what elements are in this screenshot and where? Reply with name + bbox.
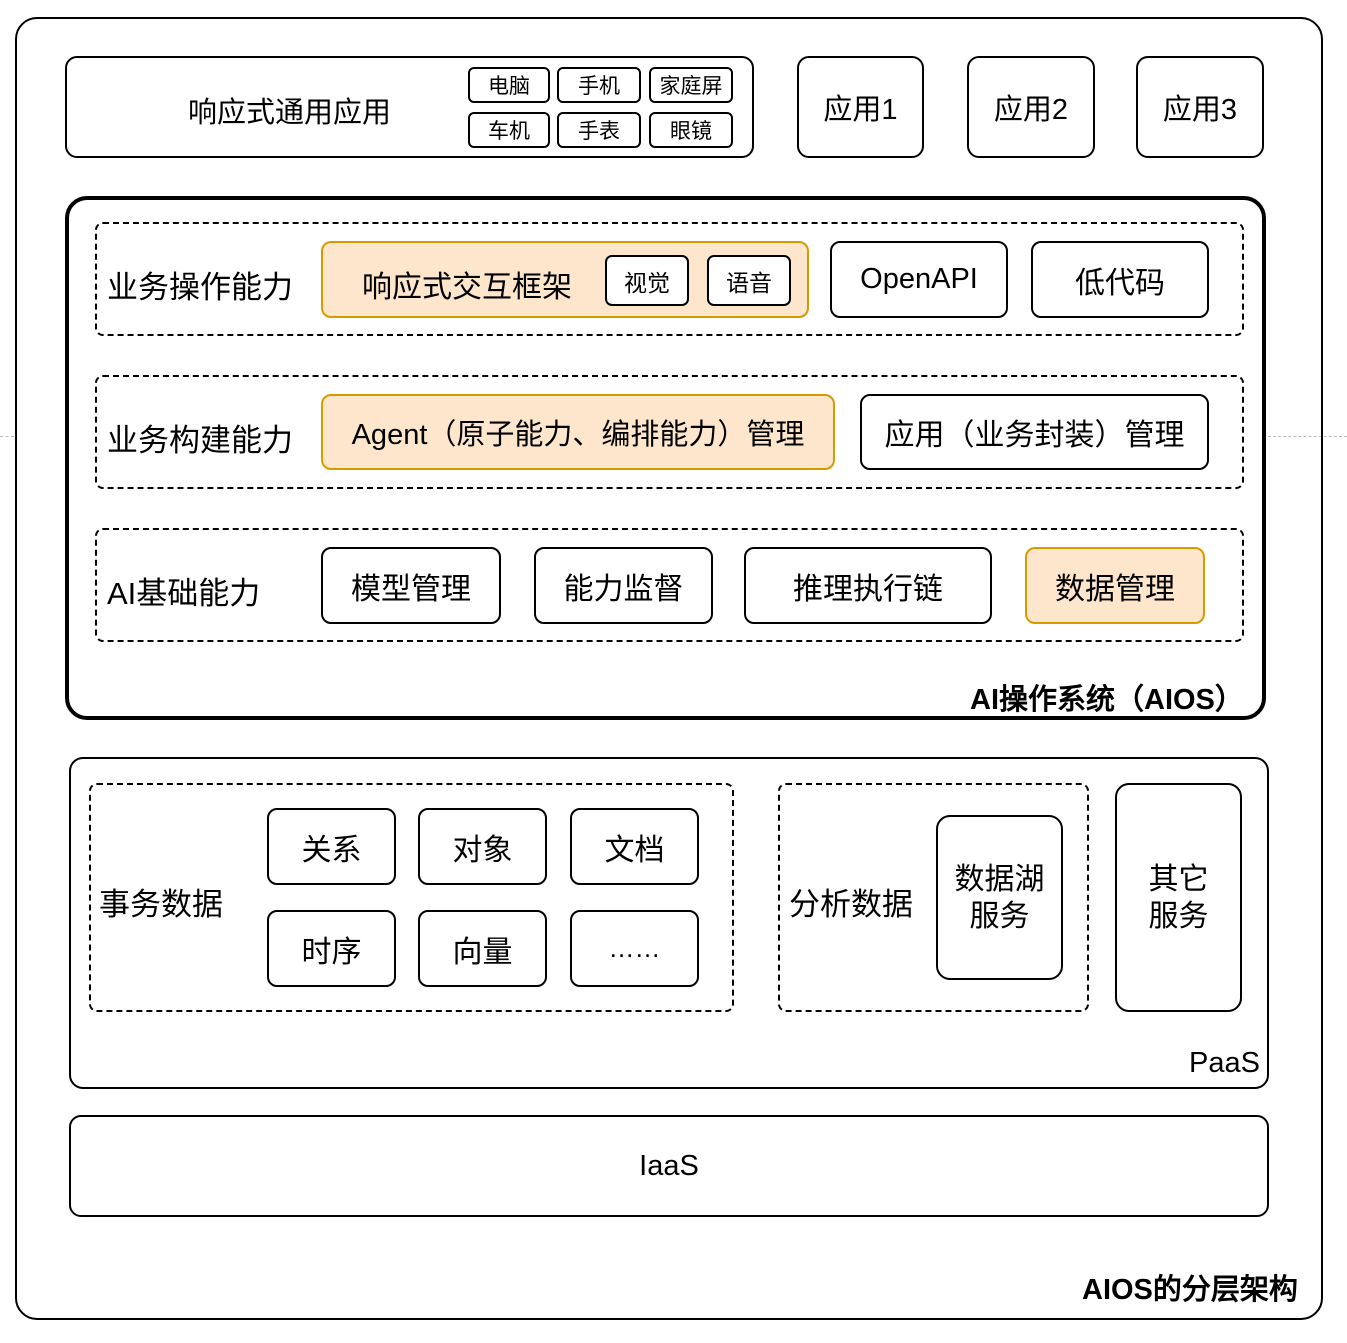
datalake-service-box: 数据湖 服务	[936, 815, 1063, 980]
guide-line-right	[1268, 436, 1347, 437]
device-car: 车机	[468, 112, 550, 148]
analysis-data-label: 分析数据	[789, 887, 913, 922]
device-glasses: 眼镜	[649, 112, 733, 148]
ai-base-group	[95, 528, 1244, 642]
business-ops-label: 业务操作能力	[107, 270, 293, 305]
document-box: 文档	[570, 808, 699, 885]
device-watch: 手表	[557, 112, 641, 148]
openapi-box: OpenAPI	[830, 241, 1008, 318]
business-build-group	[95, 375, 1244, 489]
transaction-data-group	[89, 783, 734, 1012]
mode-vision: 视觉	[605, 255, 689, 306]
ai-base-label: AI基础能力	[107, 576, 261, 611]
framework-label: 响应式交互框架	[362, 271, 572, 304]
outer-frame	[15, 17, 1323, 1320]
more-box: ……	[570, 910, 699, 987]
guide-line-left	[0, 436, 14, 437]
app-management-box: 应用（业务封装）管理	[860, 394, 1209, 470]
transaction-data-label: 事务数据	[99, 887, 223, 922]
vector-box: 向量	[418, 910, 547, 987]
app-1-box: 应用1	[797, 56, 924, 158]
iaas-box: IaaS	[69, 1115, 1269, 1217]
responsive-app-label: 响应式通用应用	[188, 97, 392, 129]
timeseries-box: 时序	[267, 910, 396, 987]
device-pc: 电脑	[468, 67, 550, 103]
inference-chain-box: 推理执行链	[744, 547, 992, 624]
diagram-title: AIOS的分层架构	[1082, 1274, 1298, 1306]
analysis-data-group	[778, 783, 1089, 1012]
aios-panel	[65, 196, 1266, 720]
responsive-app-panel	[65, 56, 754, 158]
agent-management-box: Agent（原子能力、编排能力）管理	[321, 394, 835, 470]
data-management-box: 数据管理	[1025, 547, 1205, 624]
device-home-screen: 家庭屏	[649, 67, 733, 103]
business-ops-group	[95, 222, 1244, 336]
lowcode-box: 低代码	[1031, 241, 1209, 318]
capability-supervision-box: 能力监督	[534, 547, 713, 624]
aios-title: AI操作系统（AIOS）	[970, 684, 1244, 716]
relational-box: 关系	[267, 808, 396, 885]
object-box: 对象	[418, 808, 547, 885]
paas-panel	[69, 757, 1269, 1089]
app-3-box: 应用3	[1136, 56, 1264, 158]
other-services-box: 其它 服务	[1115, 783, 1242, 1012]
model-management-box: 模型管理	[321, 547, 501, 624]
mode-voice: 语音	[707, 255, 791, 306]
device-phone: 手机	[557, 67, 641, 103]
app-2-box: 应用2	[967, 56, 1095, 158]
business-build-label: 业务构建能力	[107, 423, 293, 458]
paas-title: PaaS	[1189, 1047, 1260, 1079]
